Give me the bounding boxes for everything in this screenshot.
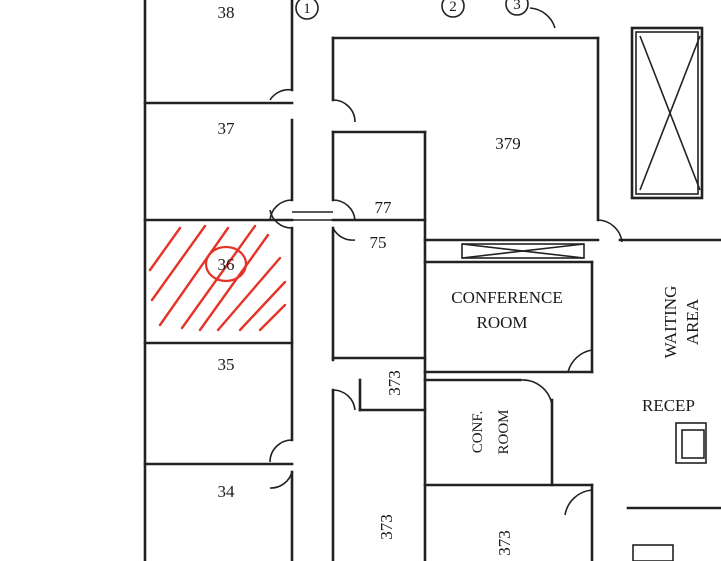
room-labels: 38 37 36 35 34 379 77 75 373 373 373 CON… <box>218 3 703 556</box>
grid-marker-2: 2 <box>449 0 457 15</box>
reception-label: RECEP <box>642 396 695 415</box>
grid-marker-3: 3 <box>513 0 521 13</box>
room-373-small-label: 373 <box>385 370 404 396</box>
room-34-label: 34 <box>218 482 236 501</box>
conference-room-label-line1: CONFERENCE <box>451 288 562 307</box>
room-373-left-label: 373 <box>377 514 396 540</box>
grid-markers: 1 2 3 <box>295 0 556 29</box>
room-379-walls <box>423 238 600 374</box>
room-77-label: 77 <box>375 198 393 217</box>
room-36-label: 36 <box>218 255 235 274</box>
grid-marker-1: 1 <box>303 1 311 17</box>
room-379-label: 379 <box>495 134 521 153</box>
left-room-column <box>143 0 294 561</box>
conf-room-label-line1: CONF. <box>470 411 486 454</box>
room-373-right-label: 373 <box>495 530 514 556</box>
room-75-label: 75 <box>370 233 387 252</box>
conf-room-walls <box>423 349 594 561</box>
central-rooms <box>292 36 600 561</box>
waiting-area-label-line2: AREA <box>683 298 702 345</box>
room-35-label: 35 <box>218 355 235 374</box>
waiting-area-label-line1: WAITING <box>661 286 680 359</box>
conference-room-label-line2: ROOM <box>476 313 527 332</box>
room-36-highlight-hatch <box>148 224 287 332</box>
right-area-walls <box>597 26 721 561</box>
room-37-label: 37 <box>218 119 236 138</box>
conf-room-label-line2: ROOM <box>496 409 512 454</box>
room-38-label: 38 <box>218 3 235 22</box>
